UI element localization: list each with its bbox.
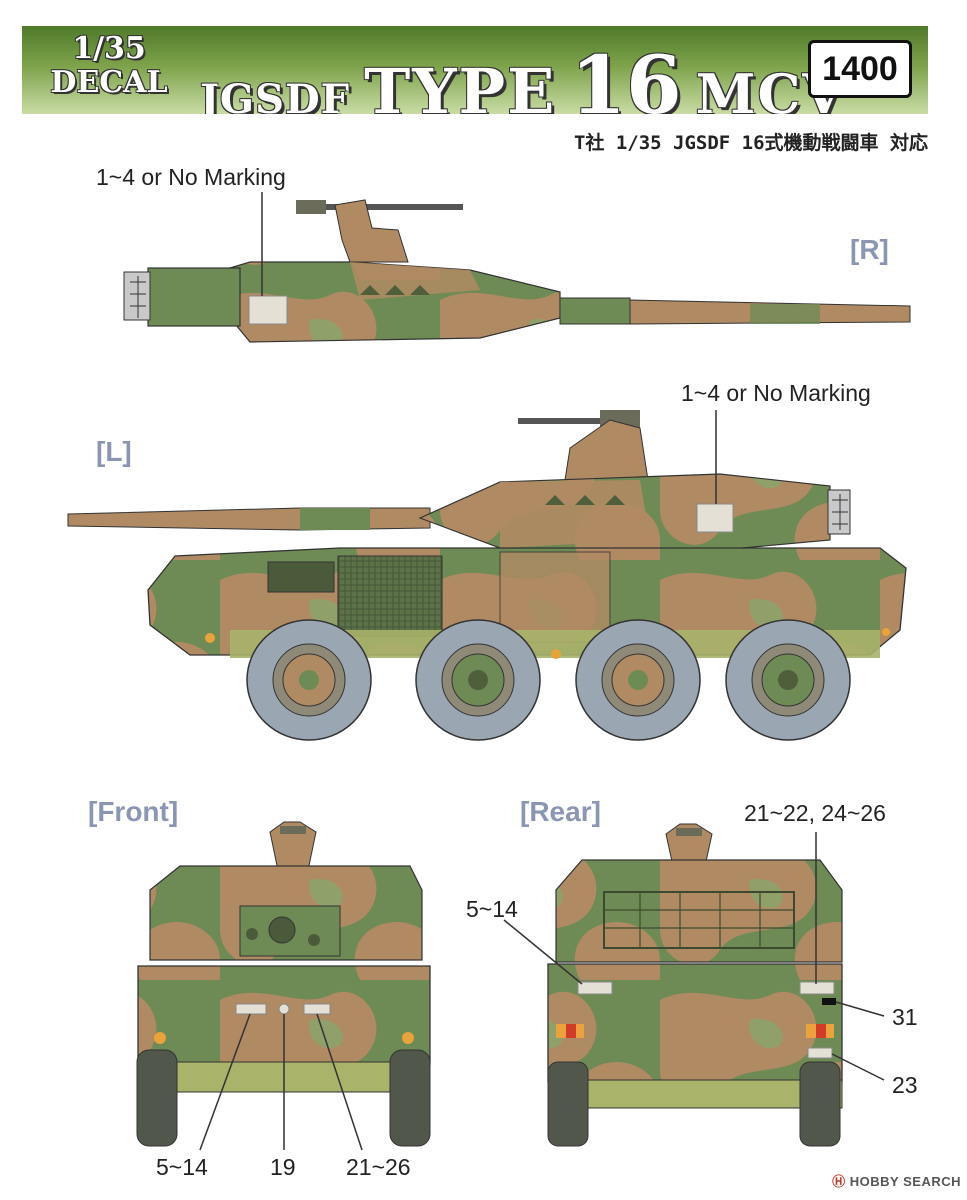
scale-text: 1/35: [72, 31, 146, 66]
callout-front-left: 5~14: [156, 1154, 208, 1180]
title-unit: JGSDF: [200, 76, 351, 114]
callout-front-center: 19: [270, 1154, 296, 1180]
wheels: [246, 619, 851, 741]
left-side-view: [67, 410, 907, 659]
rear-view: [503, 823, 885, 1147]
callout-rear-top: 21~22, 24~26: [744, 800, 886, 826]
callout-rear-mid: 31: [892, 1004, 918, 1030]
right-marking-box: [248, 295, 288, 325]
scale-badge: 1/35 DECAL: [50, 32, 168, 100]
callout-right-marking: 1~4 or No Marking: [96, 164, 286, 190]
compatibility-note: T社 1/35 JGSDF 16式機動戦闘車 対応: [573, 132, 928, 154]
view-label-right: [R]: [850, 234, 889, 265]
wheel-4: [725, 619, 851, 741]
front-view: [136, 821, 431, 1151]
watermark-text: HOBBY SEARCH: [849, 1174, 961, 1189]
view-label-rear: [Rear]: [520, 796, 601, 827]
title-number: 16: [570, 38, 682, 114]
decal-text: DECAL: [50, 65, 168, 100]
product-code: 1400: [808, 40, 912, 98]
callout-front-right: 21~26: [346, 1154, 411, 1180]
title-type: TYPE: [364, 55, 557, 114]
callout-rear-low: 23: [892, 1072, 918, 1098]
view-label-front: [Front]: [88, 796, 179, 827]
watermark: Ⓗ HOBBY SEARCH: [832, 1171, 961, 1190]
left-marking-box: [696, 503, 734, 533]
callout-rear-left: 5~14: [466, 896, 518, 922]
right-side-view: [123, 192, 911, 343]
wheel-3: [575, 619, 701, 741]
wheel-2: [415, 619, 541, 741]
wheel-1: [246, 619, 372, 741]
watermark-logo: Ⓗ: [832, 1174, 846, 1189]
view-label-left: [L]: [96, 436, 132, 467]
callout-left-marking: 1~4 or No Marking: [681, 380, 871, 406]
